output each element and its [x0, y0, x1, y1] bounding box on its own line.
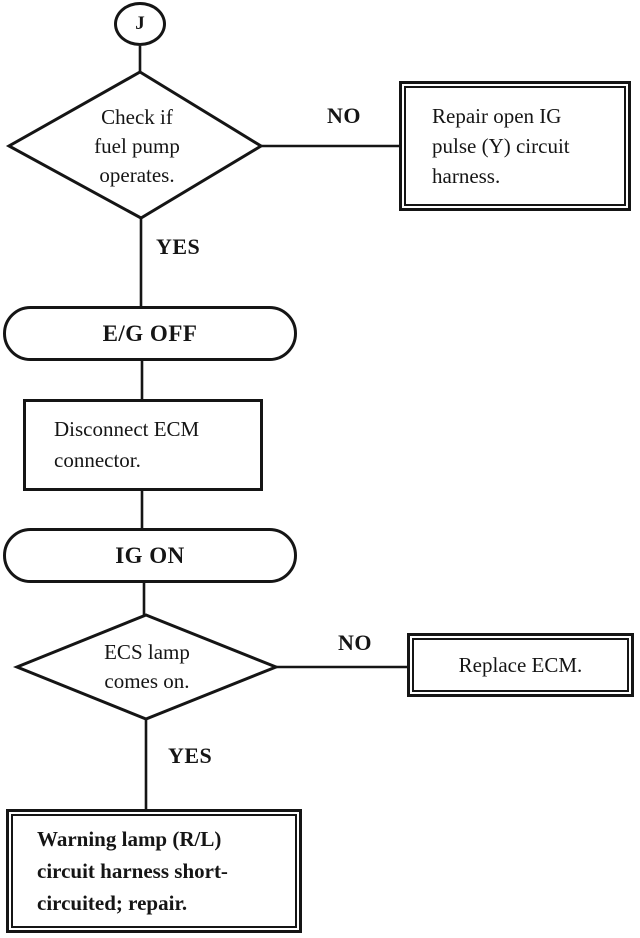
decision-fuel-pump-text: Check if fuel pump operates.: [94, 104, 180, 187]
connector-circle-label: J: [135, 13, 145, 34]
action-box-repair-ig: Repair open IG pulse (Y) circuit harness…: [399, 81, 631, 211]
connector-circle-j: J: [114, 2, 166, 46]
edge-label-no-1: NO: [327, 103, 361, 128]
edge-label-yes-2: YES: [168, 743, 213, 768]
action-box-replace-ecm: Replace ECM.: [407, 633, 634, 697]
process-box-disconnect-ecm-text: Disconnect ECM connector.: [54, 417, 200, 472]
action-box-warning-lamp-text: Warning lamp (R/L) circuit harness short…: [11, 814, 297, 928]
action-box-repair-ig-text: Repair open IG pulse (Y) circuit harness…: [404, 86, 626, 206]
decision-diamond-fuel-pump: [5, 70, 264, 220]
terminal-eg-off-text: E/G OFF: [102, 320, 198, 346]
action-box-warning-lamp: Warning lamp (R/L) circuit harness short…: [6, 809, 302, 933]
terminal-eg-off: E/G OFF: [3, 306, 297, 361]
action-box-replace-ecm-text: Replace ECM.: [412, 638, 629, 692]
decision-ecs-lamp-text: ECS lamp comes on.: [104, 640, 190, 693]
edge-label-no-2: NO: [338, 630, 372, 655]
process-box-disconnect-ecm: Disconnect ECM connector.: [23, 399, 263, 491]
terminal-ig-on: IG ON: [3, 528, 297, 583]
edge-label-yes-1: YES: [156, 234, 201, 259]
decision-diamond-ecs-lamp: [12, 613, 281, 721]
terminal-ig-on-text: IG ON: [115, 542, 185, 568]
